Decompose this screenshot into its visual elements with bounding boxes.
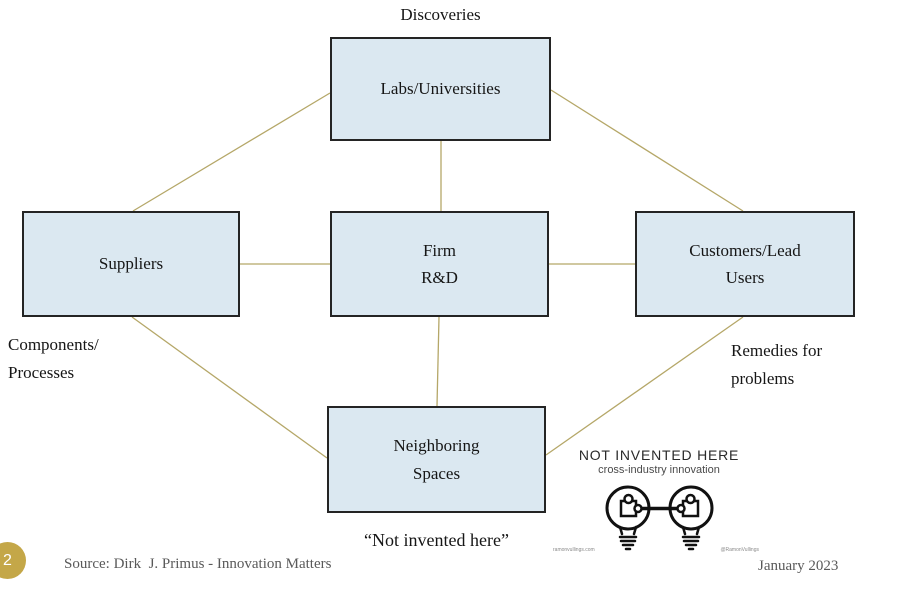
source-attribution: Source: Dirk J. Primus - Innovation Matt… <box>64 556 332 572</box>
label-remedies-for-problems: Remedies for problems <box>731 341 823 388</box>
nih-credit-handle: @RamonVullings <box>720 547 759 553</box>
node-neighboring-spaces: Neighboring Spaces <box>327 406 546 513</box>
puzzle-light-bulbs-icon <box>605 485 713 551</box>
node-firm-label: Firm R&D <box>421 240 458 287</box>
nih-logo-subtitle: cross-industry innovation <box>598 464 720 476</box>
node-suppliers: Suppliers <box>22 211 240 317</box>
label-discoveries: Discoveries <box>400 5 481 24</box>
node-labs-universities: Labs/Universities <box>330 37 551 141</box>
node-firm-rd: Firm R&D <box>330 211 549 317</box>
page-number: 2 <box>3 551 12 569</box>
node-neighboring-label: Neighboring Spaces <box>393 436 480 483</box>
nih-logo-title: NOT INVENTED HERE <box>578 447 740 463</box>
nih-credit-website: ramonvullings.com <box>553 547 595 553</box>
slide-date: January 2023 <box>758 558 839 574</box>
label-components-processes: Components/ Processes <box>8 335 99 382</box>
node-labs-label: Labs/Universities <box>380 79 501 99</box>
not-invented-here-logo: NOT INVENTED HERE cross-industry innovat… <box>553 447 765 565</box>
node-suppliers-label: Suppliers <box>98 254 164 274</box>
node-customers-lead-users: Customers/Lead Users <box>635 211 855 317</box>
label-not-invented-here-quote: “Not invented here” <box>364 530 509 550</box>
node-customers-label: Customers/Lead Users <box>689 240 801 287</box>
